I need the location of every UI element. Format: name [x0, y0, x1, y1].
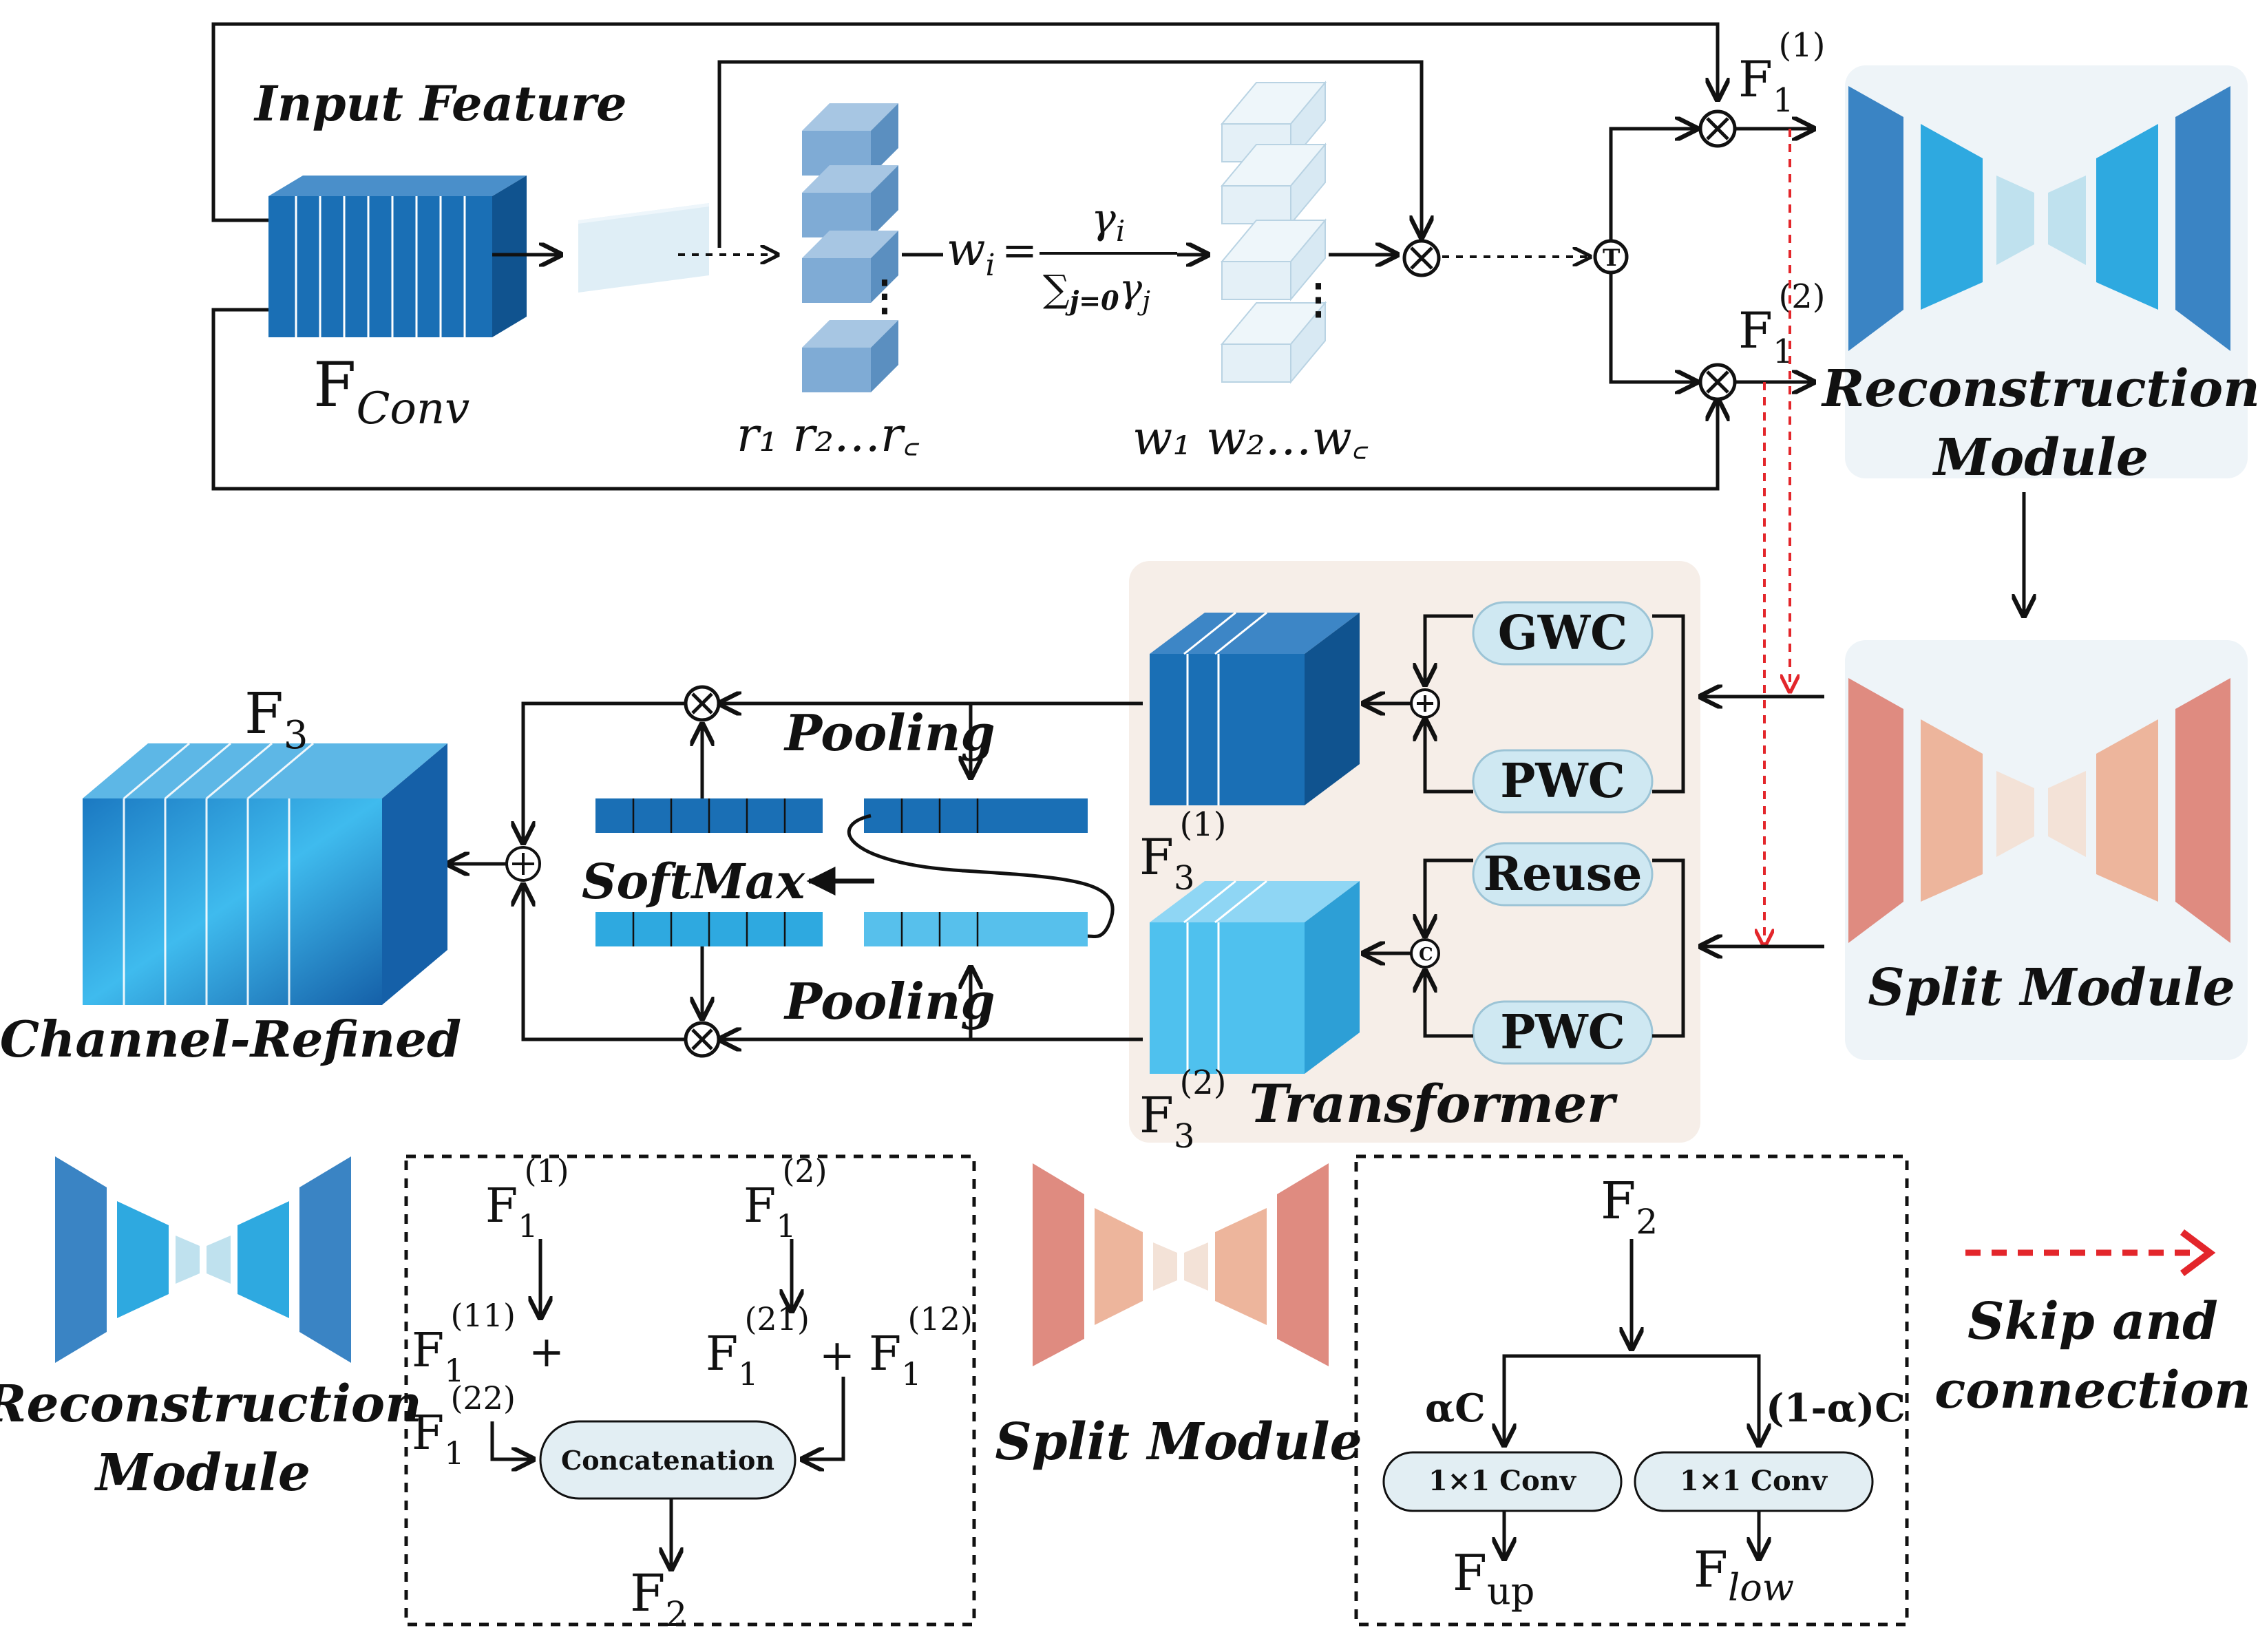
svg-text:PWC: PWC [1500, 1005, 1625, 1060]
t-node: T [1593, 239, 1629, 275]
w-labels: w₁ w₂…w꜀ [1132, 412, 1369, 466]
legend-split-title: Split Module [995, 1412, 1362, 1472]
legend-f1-12: F1(12) [869, 1300, 973, 1392]
reconstruction-module-title-1: Reconstruction [1821, 359, 2258, 419]
gwc-pill: GWC [1472, 601, 1654, 666]
pwc-pill-a: PWC [1472, 749, 1654, 814]
concatenation-pill: Concatenation [539, 1420, 796, 1500]
skip-legend-arrowhead [2180, 1229, 2216, 1276]
pooled-bar-top-right [864, 798, 1088, 833]
f3-2-label: F3(2) [1139, 1063, 1227, 1156]
transformer-label: Transformer [1249, 1073, 1618, 1134]
concat-node: C [1410, 938, 1440, 968]
r-blocks [802, 103, 898, 392]
weight-numerator: γi [1091, 195, 1125, 248]
split-f2-input: F2 [1601, 1172, 1658, 1242]
f3-1-block [1150, 611, 1360, 805]
reconstruction-module-title-2: Module [1932, 428, 2149, 487]
reuse-pill: Reuse [1472, 842, 1654, 907]
pooled-feature-block [578, 203, 709, 293]
add-node-output [505, 846, 541, 882]
legend-f1-22: F1(22) [412, 1379, 516, 1472]
add-node-gwc [1410, 688, 1440, 719]
softmax-bar-bottom-left [595, 912, 823, 946]
input-feature-block [268, 176, 527, 337]
r-vdots: ⋮ [864, 272, 905, 320]
split-module-icon [1848, 678, 2230, 943]
channel-refined-label: Channel-Refined [0, 1010, 461, 1068]
legend-f1-11: F1(11) [412, 1297, 516, 1389]
input-feature-label: Input Feature [253, 75, 627, 132]
legend-f1-21: F1(21) [706, 1300, 810, 1392]
one-minus-alpha-c-label: (1-α)C [1766, 1386, 1906, 1431]
conv-pill-right: 1×1 Conv [1634, 1451, 1874, 1512]
weight-equals: = [1002, 225, 1037, 275]
legend-split-icon [1033, 1163, 1329, 1366]
svg-text:1×1 Conv: 1×1 Conv [1428, 1465, 1577, 1497]
pooling-bottom-label: Pooling [783, 972, 995, 1030]
svg-text:C: C [1419, 944, 1433, 965]
svg-text:1×1 Conv: 1×1 Conv [1680, 1465, 1828, 1497]
legend-f1-2: F1(2) [743, 1152, 827, 1245]
skip-legend-label-2: connection [1934, 1361, 2251, 1420]
channel-refined-block [83, 742, 447, 1005]
f-low-label: Flow [1693, 1540, 1794, 1609]
legend-reconstruction-icon [55, 1156, 351, 1363]
pooling-top-label: Pooling [783, 703, 995, 762]
softmax-bar-top-left [595, 798, 823, 833]
legend-reconstruction-title-2: Module [94, 1443, 310, 1503]
softmax-label: SoftMax [582, 853, 806, 910]
multiply-node-f1-2 [1698, 363, 1737, 401]
svg-text:PWC: PWC [1500, 754, 1625, 809]
f-conv-label: FConv [313, 349, 469, 434]
weight-lhs: wi [947, 223, 995, 283]
split-module-title: Split Module [1868, 958, 2235, 1017]
multiply-node-f1-1 [1698, 109, 1737, 148]
multiply-node-pool-bottom [684, 1021, 721, 1058]
svg-text:T: T [1603, 244, 1620, 272]
f3-2-block [1150, 880, 1360, 1074]
legend-plus-a: + [529, 1326, 564, 1377]
w-blocks [1220, 81, 1327, 384]
legend-f1-1: F1(1) [485, 1152, 569, 1245]
f-up-label: Fup [1453, 1544, 1534, 1613]
legend-reconstruction-title-1: Reconstruction [0, 1375, 422, 1434]
w-vdots: ⋮ [1298, 275, 1339, 324]
weight-denominator: ∑j=0γj [1043, 266, 1150, 316]
svg-text:GWC: GWC [1498, 606, 1628, 661]
skip-legend-label-1: Skip and [1967, 1292, 2218, 1351]
multiply-node-pool-top [684, 685, 721, 722]
conv-pill-left: 1×1 Conv [1382, 1451, 1623, 1512]
pooled-bar-bottom-right [864, 912, 1088, 946]
legend-f2-output: F2 [630, 1564, 687, 1634]
alpha-c-label: αC [1425, 1386, 1486, 1431]
split-detail-box [1354, 1154, 1909, 1627]
multiply-node-top [1402, 239, 1441, 277]
r-labels: r₁ r₂…r꜀ [737, 408, 920, 463]
f1-2-label: F1(2) [1738, 277, 1826, 371]
f3-1-label: F3(1) [1139, 805, 1227, 898]
svg-text:Reuse: Reuse [1484, 847, 1643, 902]
svg-text:Concatenation: Concatenation [561, 1445, 774, 1476]
pwc-pill-b: PWC [1472, 1000, 1654, 1065]
f1-1-label: F1(1) [1738, 26, 1826, 120]
f3-label: F3 [244, 681, 308, 758]
reconstruction-module-icon [1848, 86, 2230, 351]
legend-plus-b: + [819, 1330, 855, 1380]
